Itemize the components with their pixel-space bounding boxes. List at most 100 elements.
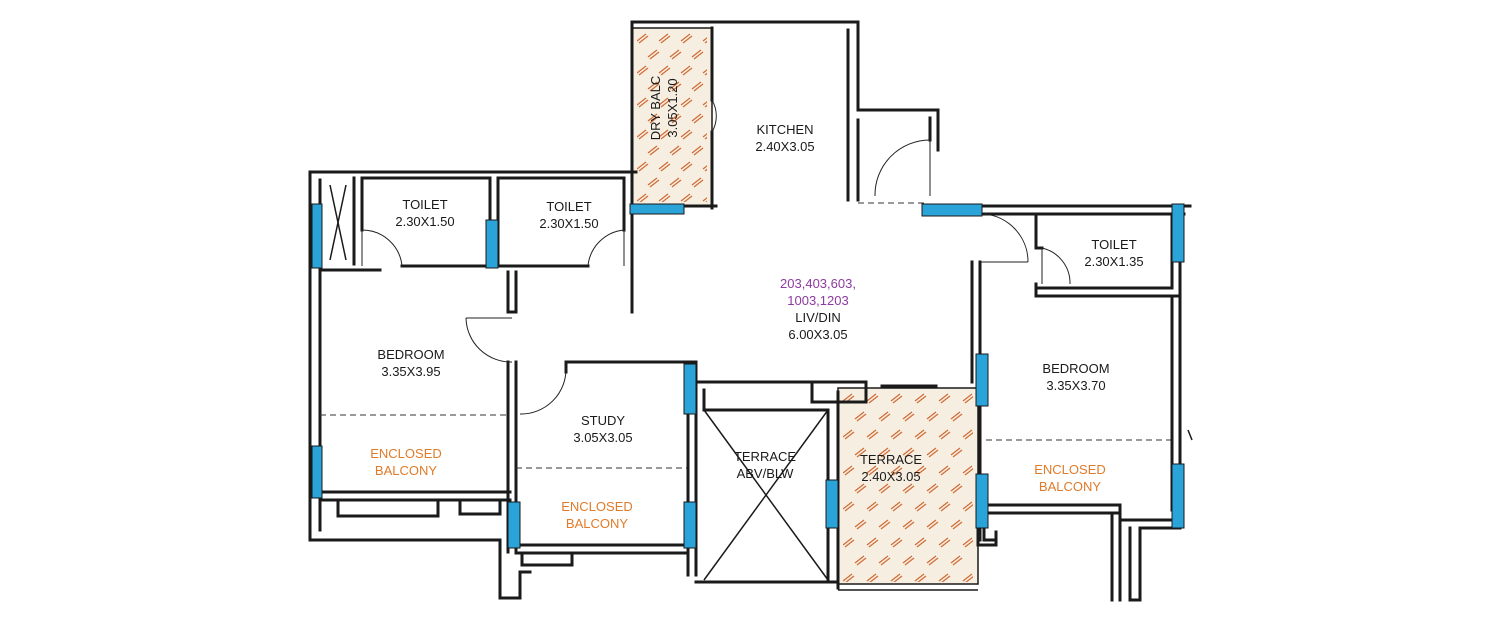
deck-hatch-mark	[844, 539, 855, 548]
deck-hatch-mark	[880, 557, 891, 566]
deck-hatch-mark	[682, 67, 693, 76]
bedroom-1-name: BEDROOM	[377, 347, 445, 362]
deck-hatch-mark	[669, 177, 680, 186]
deck-hatch-mark	[892, 395, 903, 404]
deck-hatch-mark	[916, 395, 927, 404]
bedroom-2-label: BEDROOM 3.35X3.70	[1042, 360, 1109, 394]
deck-hatch-mark	[671, 147, 682, 156]
deck-hatch-mark	[965, 576, 973, 582]
deck-hatch-mark	[962, 573, 973, 582]
terrace-deck-label: TERRACE 2.40X3.05	[860, 451, 922, 485]
deck-hatch-mark	[854, 411, 865, 420]
deck-hatch-mark	[868, 395, 879, 404]
terrace-open-label: TERRACE ABV/BLW	[734, 448, 796, 482]
deck-hatch-mark	[856, 485, 867, 494]
deck-hatch-mark	[952, 485, 963, 494]
deck-hatch-mark	[868, 503, 879, 512]
toilet-1-dims: 2.30X1.50	[395, 214, 455, 229]
deck-hatch-mark	[845, 575, 855, 582]
deck-hatch-mark	[866, 501, 877, 510]
deck-hatch-mark	[950, 483, 961, 492]
deck-hatch-mark	[854, 447, 865, 456]
deck-hatch-mark	[866, 537, 877, 546]
deck-hatch-mark	[928, 521, 939, 530]
deck-hatch-mark	[637, 161, 647, 170]
deck-hatch-mark	[880, 413, 891, 422]
deck-hatch-mark	[926, 519, 937, 528]
terrace-deck-name: TERRACE	[859, 452, 923, 467]
deck-hatch-mark	[928, 557, 939, 566]
bedroom-1-label: BEDROOM 3.35X3.95	[377, 346, 444, 380]
deck-hatch-mark	[691, 81, 702, 90]
deck-hatch-mark	[868, 467, 879, 476]
toilet-3-label: TOILET 2.30X1.35	[1084, 236, 1143, 270]
deck-hatch-mark	[702, 197, 707, 202]
deck-hatch-mark	[880, 485, 891, 494]
deck-hatch-mark	[638, 99, 649, 108]
deck-hatch-mark	[880, 449, 891, 458]
deck-hatch-mark	[892, 431, 903, 440]
deck-hatch-mark	[962, 537, 973, 546]
dry-balcony-label: DRY BALC 3.05X1.20	[647, 76, 681, 141]
deck-hatch-mark	[660, 67, 671, 76]
deck-hatch-mark	[938, 537, 949, 546]
deck-hatch-mark	[904, 413, 915, 422]
bedroom-1-dims: 3.35X3.95	[381, 364, 441, 379]
deck-hatch-mark	[917, 575, 927, 582]
deck-hatch-mark	[878, 483, 889, 492]
deck-hatch-mark	[904, 557, 915, 566]
deck-hatch-mark	[893, 575, 903, 582]
deck-hatch-mark	[854, 519, 865, 528]
deck-hatch-mark	[705, 200, 707, 202]
deck-hatch-mark	[843, 537, 853, 546]
deck-hatch-mark	[658, 97, 669, 106]
deck-hatch-mark	[637, 193, 647, 202]
deck-hatch-mark	[916, 467, 927, 476]
deck-hatch-mark	[647, 81, 658, 90]
deck-hatch-mark	[704, 104, 707, 108]
enclosed-balcony-3-line-1: ENCLOSED	[1034, 462, 1106, 477]
deck-hatch-mark	[658, 193, 669, 202]
deck-hatch-mark	[962, 429, 973, 438]
deck-hatch-mark	[890, 393, 901, 402]
deck-hatch-mark	[637, 97, 647, 106]
deck-hatch-mark	[869, 575, 879, 582]
deck-hatch-mark	[647, 145, 658, 154]
deck-hatch-mark	[890, 537, 901, 546]
deck-hatch-mark	[866, 393, 877, 402]
deck-hatch-mark	[637, 129, 647, 138]
deck-hatch-mark	[844, 431, 855, 440]
deck-hatch-mark	[649, 115, 660, 124]
deck-hatch-mark	[902, 411, 913, 420]
deck-hatch-mark	[878, 447, 889, 456]
toilet-3-name: TOILET	[1091, 237, 1137, 252]
deck-hatch-mark	[854, 555, 865, 564]
deck-hatch-mark	[952, 413, 963, 422]
deck-hatch-mark	[658, 65, 669, 74]
deck-hatch-mark	[671, 83, 682, 92]
deck-hatch-mark	[843, 429, 853, 438]
deck-hatch-mark	[693, 147, 704, 156]
deck-hatch-mark	[649, 51, 660, 60]
deck-hatch-mark	[902, 519, 913, 528]
deck-hatch-mark	[702, 133, 707, 138]
deck-hatch-mark	[950, 519, 961, 528]
deck-hatch-mark	[671, 51, 682, 60]
deck-hatch-mark	[671, 115, 682, 124]
deck-hatch-mark	[940, 395, 951, 404]
deck-hatch-mark	[868, 431, 879, 440]
deck-hatch-mark	[916, 503, 927, 512]
deck-hatch-mark	[638, 163, 649, 172]
deck-hatch-mark	[964, 504, 973, 512]
deck-hatch-mark	[890, 573, 901, 582]
deck-hatch-mark	[914, 573, 925, 582]
toilet-1-name: TOILET	[402, 197, 448, 212]
deck-hatch-mark	[844, 503, 855, 512]
deck-hatch-mark	[660, 131, 671, 140]
deck-hatch-mark	[941, 575, 951, 582]
deck-hatch-mark	[704, 40, 707, 44]
deck-hatch-mark	[866, 429, 877, 438]
study-label: STUDY 3.05X3.05	[573, 412, 632, 446]
deck-hatch-mark	[926, 483, 937, 492]
deck-hatch-mark	[950, 447, 961, 456]
